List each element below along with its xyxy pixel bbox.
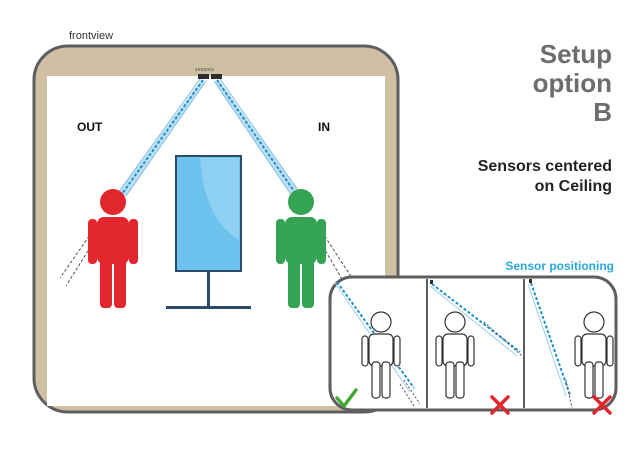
sensor-positioning-label: Sensor positioning xyxy=(505,259,614,273)
subtitle-line: on Ceiling xyxy=(534,178,612,195)
person-outline-icon xyxy=(574,311,614,399)
positioning-example-2 xyxy=(429,280,523,415)
cross-icon xyxy=(490,395,510,415)
positioning-example-1 xyxy=(334,281,421,408)
subtitle: Sensors centered on Ceiling xyxy=(392,157,612,197)
out-label: OUT xyxy=(77,120,103,134)
person-outline-icon xyxy=(361,311,401,399)
setup-title: Setup option B xyxy=(432,40,612,127)
setup-title-line: option xyxy=(532,68,612,98)
check-icon xyxy=(335,388,358,408)
sensor-beam-left xyxy=(59,78,207,287)
person-in-icon xyxy=(276,189,326,308)
setup-title-line: B xyxy=(593,97,612,127)
ceiling-sensors-icon xyxy=(198,74,222,79)
frontview-label: frontview xyxy=(69,30,114,42)
positioning-example-3 xyxy=(527,279,614,415)
sensor-beam-right xyxy=(213,78,353,287)
cross-icon xyxy=(592,395,612,415)
setup-title-line: Setup xyxy=(539,39,612,69)
person-out-icon xyxy=(88,189,138,308)
person-outline-icon xyxy=(435,311,475,399)
subtitle-line: Sensors centered xyxy=(477,158,612,175)
in-label: IN xyxy=(318,120,330,134)
display-screen-icon xyxy=(166,155,251,309)
sensor-label: sensors xyxy=(195,67,214,73)
